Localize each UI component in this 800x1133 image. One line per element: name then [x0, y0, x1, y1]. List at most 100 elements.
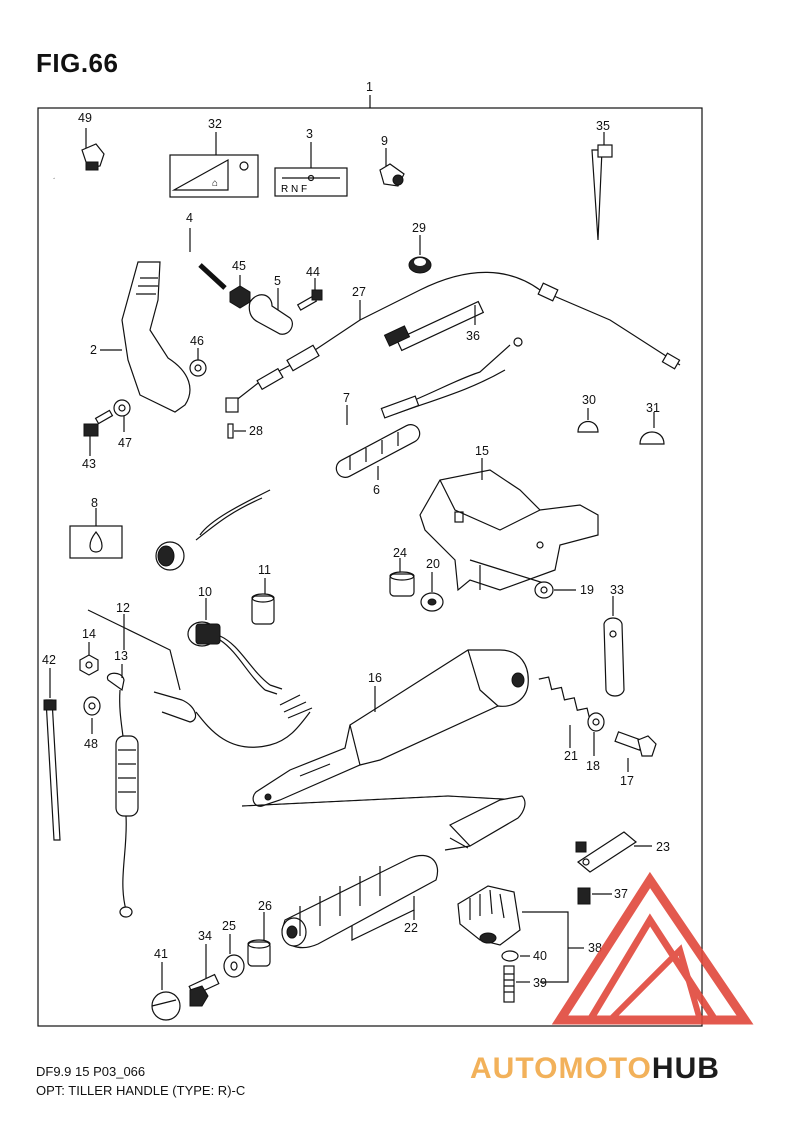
callout-19: 19 [580, 583, 594, 597]
callout-14: 14 [82, 627, 96, 641]
part-29-bushing [408, 235, 432, 274]
callout-40: 40 [533, 949, 547, 963]
watermark-text-part2: HUB [651, 1052, 720, 1085]
callout-13: 13 [114, 649, 128, 663]
part-9-grommet [379, 148, 405, 187]
diagram-description: OPT: TILLER HANDLE (TYPE: R)-C [36, 1083, 246, 1098]
part-23-link [575, 831, 652, 873]
figure-title: FIG.66 [36, 48, 119, 78]
part-25-washer [223, 934, 245, 978]
part-42-tie [43, 668, 61, 841]
callout-1: 1 [366, 80, 373, 94]
callout-28: 28 [249, 424, 263, 438]
callout-11: 11 [258, 563, 271, 577]
part-37-screw [577, 887, 612, 905]
callout-32: 32 [208, 117, 222, 131]
callout-48: 48 [84, 737, 98, 751]
callout-47: 47 [118, 436, 132, 450]
part-4-rod [51, 169, 227, 290]
callout-31: 31 [646, 401, 660, 415]
callout-9: 9 [381, 134, 388, 148]
part-26-collar [247, 912, 271, 967]
callout-10: 10 [198, 585, 212, 599]
part-32-decal: ⌂ [169, 132, 259, 198]
part-40-washer [501, 950, 530, 962]
callout-21: 21 [564, 749, 578, 763]
part-39-screw [503, 965, 530, 1003]
callout-39: 39 [533, 976, 547, 990]
callout-15: 15 [475, 444, 489, 458]
callout-33: 33 [610, 583, 624, 597]
part-15-bracket [419, 458, 599, 592]
part-28-pin [227, 423, 246, 439]
callout-35: 35 [596, 119, 610, 133]
callout-18: 18 [586, 759, 600, 773]
callout-22: 22 [404, 921, 418, 935]
callout-24: 24 [393, 546, 407, 560]
part-14-nut [79, 642, 99, 676]
callout-8: 8 [91, 496, 98, 510]
callout-6: 6 [373, 483, 380, 497]
callout-43: 43 [82, 457, 96, 471]
callout-46: 46 [190, 334, 204, 348]
part-34-bolt [188, 944, 220, 1007]
part-31-cap [639, 412, 665, 445]
part-44-bolt [296, 278, 323, 311]
callout-26: 26 [258, 899, 272, 913]
part-41-cap [151, 962, 181, 1021]
callout-17: 17 [620, 774, 634, 788]
part-43-bolt [83, 409, 114, 456]
part-10-switch [187, 598, 283, 695]
part-2-grip [100, 261, 191, 413]
part-46-washer [189, 348, 207, 377]
callout-5: 5 [274, 274, 281, 288]
part-24-bushing [389, 558, 415, 597]
model-code: DF9.9 15 P03_066 [36, 1064, 146, 1079]
part-6-sleeve [335, 424, 421, 480]
part-27-cable [225, 271, 681, 413]
part-38-bracket [457, 885, 584, 983]
part-49-clip [81, 128, 105, 171]
part-17-bolt [614, 731, 657, 772]
callout-37: 37 [614, 887, 628, 901]
callout-49: 49 [78, 111, 92, 125]
part-13-lanyard [106, 664, 139, 918]
part-45-nut [229, 275, 251, 309]
footer: DF9.9 15 P03_066 OPT: TILLER HANDLE (TYP… [36, 1062, 245, 1100]
callout-7: 7 [343, 391, 350, 405]
part-21-spring [538, 676, 591, 748]
part-18-washer [587, 712, 605, 756]
callout-45: 45 [232, 259, 246, 273]
part-19-washer [534, 581, 576, 599]
part-wire-harness [380, 337, 523, 419]
part-3-decal: R N F [274, 142, 348, 197]
callout-3: 3 [306, 127, 313, 141]
watermark-text-part1: AUTOMOTO [470, 1052, 652, 1085]
callout-16: 16 [368, 671, 382, 685]
part-7-stop-switch-cord [155, 405, 382, 571]
callout-44: 44 [306, 265, 320, 279]
part-5-lever [248, 288, 293, 335]
part-8-decal [69, 508, 123, 559]
callout-27: 27 [352, 285, 366, 299]
decal-3-text: R N F [281, 184, 307, 195]
svg-text:⌂: ⌂ [212, 178, 218, 189]
callout-4: 4 [186, 211, 193, 225]
callout-34: 34 [198, 929, 212, 943]
callout-29: 29 [412, 221, 426, 235]
callout-12: 12 [116, 601, 130, 615]
callout-36: 36 [466, 329, 480, 343]
watermark-text: AUTOMOTOHUB [470, 1052, 720, 1086]
part-48-washer [83, 696, 101, 734]
callout-25: 25 [222, 919, 236, 933]
callout-41: 41 [154, 947, 168, 961]
part-36-sleeve [383, 300, 485, 352]
part-47-washer [113, 399, 131, 432]
watermark-logo [551, 871, 754, 1025]
part-22-throttle-grip [281, 795, 526, 949]
callout-20: 20 [426, 557, 440, 571]
callout-30: 30 [582, 393, 596, 407]
part-20-washer [420, 572, 444, 612]
part-16-tiller-arm [252, 649, 529, 807]
